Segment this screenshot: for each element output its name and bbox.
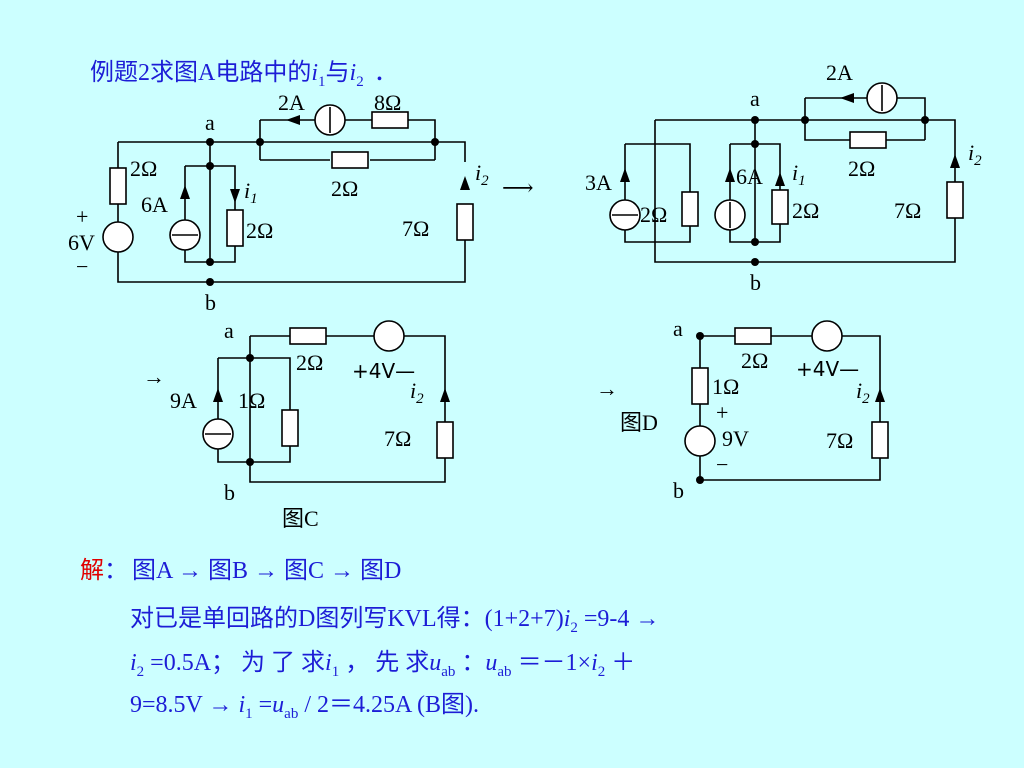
svg-text:a: a (750, 86, 760, 111)
svg-text:i1: i1 (792, 160, 806, 189)
solution-line-3: 9=8.5V → i1 =uab / 2＝4.25A (B图). (130, 692, 479, 722)
svg-text:6A: 6A (736, 164, 763, 189)
svg-text:+: + (716, 400, 728, 425)
arrow-i1-icon (230, 189, 240, 203)
svg-text:→: → (596, 376, 618, 401)
svg-text:6A: 6A (141, 192, 168, 217)
svg-text:3A: 3A (585, 170, 612, 195)
resistor-7ohm-d (871, 421, 889, 459)
svg-text:2Ω: 2Ω (640, 202, 667, 227)
svg-text:1Ω: 1Ω (238, 388, 265, 413)
svg-text:i2: i2 (410, 378, 424, 407)
solution-block: 解：图A → 图B → 图C → 图D 对已是单回路的D图列写KVL得：(1+2… (80, 557, 659, 722)
svg-text:2Ω: 2Ω (741, 348, 768, 373)
resistor-2ohm-left (109, 167, 127, 205)
resistor-2ohm-d (734, 327, 772, 345)
svg-text:i2: i2 (968, 140, 982, 169)
circuit-figure-d: → a b 2Ω +4V— 1Ω i2 图D + 9V − 7Ω (596, 316, 889, 503)
resistor-7ohm-c (436, 421, 454, 459)
resistor-7ohm (456, 203, 474, 241)
svg-text:7Ω: 7Ω (384, 426, 411, 451)
resistor-8ohm (371, 111, 409, 129)
svg-text:+4V—: +4V— (352, 359, 415, 383)
voltage-source-9v (684, 425, 716, 457)
svg-text:→: → (143, 364, 165, 389)
svg-text:a: a (224, 318, 234, 343)
svg-text:1Ω: 1Ω (712, 374, 739, 399)
voltage-source-4v-d (811, 320, 843, 352)
svg-text:7Ω: 7Ω (826, 428, 853, 453)
resistor-2ohm-6a (771, 189, 789, 225)
svg-text:+: + (76, 204, 88, 229)
solution-heading: 解：图A → 图B → 图C → 图D (80, 557, 401, 584)
svg-text:a: a (205, 110, 215, 135)
problem-title: 例题2求图A电路中的i1与i2． (90, 59, 398, 90)
solution-line-2: i2 =0.5A； 为 了 求i1 ， 先 求uab ：uab ＝－1×i2 ＋ (130, 649, 635, 680)
svg-text:+4V—: +4V— (796, 357, 859, 381)
svg-text:8Ω: 8Ω (374, 90, 401, 115)
svg-text:图D: 图D (620, 410, 658, 435)
circuit-figure-b: 2A a b 3A 2Ω 6A i1 2Ω 2Ω 7Ω i2 (585, 60, 982, 295)
svg-text:b: b (673, 478, 684, 503)
resistor-2ohm-3a (681, 191, 699, 227)
svg-text:2Ω: 2Ω (246, 218, 273, 243)
circuit-figure-c: → a b 2Ω +4V— 9A 1Ω i2 7Ω 图C (143, 318, 454, 531)
svg-text:i2: i2 (856, 378, 870, 407)
svg-text:a: a (673, 316, 683, 341)
label-i2: i2 (475, 160, 489, 189)
svg-text:9A: 9A (170, 388, 197, 413)
svg-text:−: − (76, 254, 88, 279)
svg-text:9V: 9V (722, 426, 749, 451)
svg-text:2Ω: 2Ω (296, 350, 323, 375)
svg-text:2A: 2A (278, 90, 305, 115)
svg-text:2Ω: 2Ω (130, 156, 157, 181)
resistor-2ohm-top-b (849, 131, 887, 149)
svg-text:2Ω: 2Ω (848, 156, 875, 181)
solution-line-1: 对已是单回路的D图列写KVL得：(1+2+7)i2 =9-4 → (130, 605, 659, 636)
voltage-source-4v-c (373, 320, 405, 352)
resistor-2ohm-mid (331, 151, 369, 169)
resistor-2ohm-c (289, 327, 327, 345)
svg-text:b: b (224, 480, 235, 505)
svg-text:图C: 图C (282, 506, 319, 531)
resistor-1ohm-c (281, 409, 299, 447)
svg-text:b: b (205, 290, 216, 315)
resistor-1ohm-d (691, 367, 709, 405)
svg-text:−: − (716, 452, 728, 477)
voltage-source-6v (102, 221, 134, 253)
svg-text:6V: 6V (68, 230, 95, 255)
svg-text:2Ω: 2Ω (792, 198, 819, 223)
circuit-figure-a: 2A 8Ω a b 2Ω 6A i1 2Ω 2Ω 7Ω i2 + 6V − (68, 90, 489, 315)
svg-text:2Ω: 2Ω (331, 176, 358, 201)
resistor-7ohm-b (946, 181, 964, 219)
svg-text:7Ω: 7Ω (894, 198, 921, 223)
svg-text:2A: 2A (826, 60, 853, 85)
label-i1: i1 (244, 178, 258, 207)
arrow-6a-icon (180, 185, 190, 199)
arrow-2a-icon (286, 115, 300, 125)
arrow-a-to-b: ⟶ (502, 175, 534, 200)
arrow-i2-icon (460, 176, 470, 190)
resistor-2ohm-i1 (226, 209, 244, 247)
svg-text:b: b (750, 270, 761, 295)
svg-text:7Ω: 7Ω (402, 216, 429, 241)
